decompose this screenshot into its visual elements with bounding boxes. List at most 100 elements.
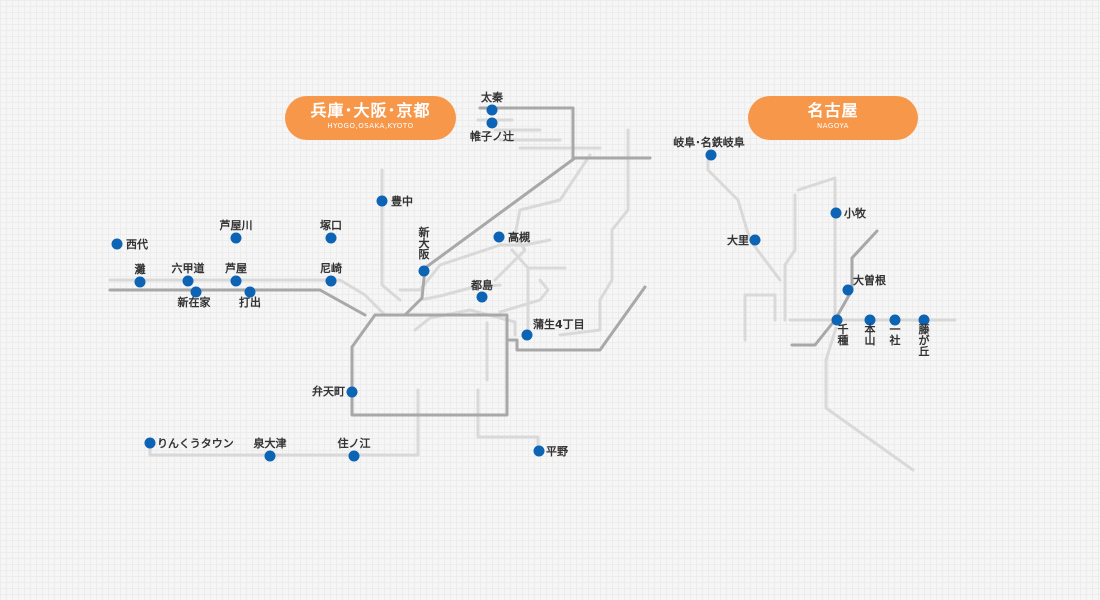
- station-motoyama[interactable]: 本山: [864, 314, 876, 348]
- station-label: りんくうタウン: [157, 437, 234, 450]
- station-uzumasa[interactable]: 太秦: [480, 90, 504, 116]
- station-dot[interactable]: [182, 275, 194, 287]
- station-dot[interactable]: [889, 314, 901, 326]
- station-dot[interactable]: [918, 314, 930, 326]
- station-label: 尼崎: [320, 261, 342, 275]
- station-issha[interactable]: 一社: [889, 314, 901, 348]
- station-bentencho[interactable]: 弁天町: [312, 384, 358, 398]
- station-label: 岐阜･名鉄岐阜: [673, 135, 745, 149]
- station-dot[interactable]: [230, 232, 242, 244]
- station-label: 六甲道: [172, 261, 205, 275]
- rail-line: [498, 248, 567, 332]
- rail-line: [743, 293, 777, 342]
- station-rokkomichi[interactable]: 六甲道: [172, 261, 205, 287]
- station-dot[interactable]: [348, 450, 360, 462]
- station-label: 蒲生4丁目: [533, 317, 585, 331]
- station-label: 打出: [239, 295, 261, 309]
- station-dot[interactable]: [264, 450, 276, 462]
- region-subtitle: HYOGO,OSAKA,KYOTO: [327, 122, 414, 130]
- station-dot[interactable]: [325, 232, 337, 244]
- station-ashiyagawa[interactable]: 芦屋川: [220, 218, 253, 244]
- station-dot[interactable]: [144, 437, 156, 449]
- station-label: 住ノ江: [338, 436, 371, 450]
- station-fujigaoka[interactable]: 藤が丘: [918, 314, 931, 359]
- rail-line: [505, 285, 647, 352]
- rail-line: [398, 238, 552, 292]
- station-izumiotsu[interactable]: 泉大津: [253, 436, 287, 462]
- station-nada[interactable]: 灘: [134, 262, 146, 288]
- station-dot[interactable]: [830, 207, 842, 219]
- station-chikusa[interactable]: 千種: [831, 314, 849, 348]
- station-suminoe[interactable]: 住ノ江: [338, 436, 371, 462]
- station-shinzaike[interactable]: 新在家: [178, 286, 212, 310]
- station-label: 西代: [126, 237, 148, 251]
- station-kataginotsuji[interactable]: 帷子ノ辻: [470, 117, 514, 144]
- station-dot[interactable]: [134, 276, 146, 288]
- station-dot[interactable]: [190, 286, 202, 298]
- station-dot[interactable]: [705, 149, 717, 161]
- loop-line: [350, 313, 509, 417]
- station-hirano[interactable]: 平野: [533, 445, 569, 458]
- station-dot[interactable]: [346, 386, 358, 398]
- station-rinku[interactable]: りんくうタウン: [144, 437, 234, 450]
- station-dot[interactable]: [831, 314, 843, 326]
- station-label: 帷子ノ辻: [470, 129, 514, 143]
- station-dot[interactable]: [486, 104, 498, 116]
- rail-line: [478, 106, 575, 160]
- station-dot[interactable]: [842, 284, 854, 296]
- rail-line: [493, 153, 592, 282]
- station-amagasaki[interactable]: 尼崎: [320, 261, 342, 287]
- rail-line: [790, 229, 879, 347]
- station-dot[interactable]: [521, 329, 533, 341]
- region-badge-nagoya[interactable]: 名古屋 NAGOYA: [748, 96, 918, 140]
- region-title: 名古屋: [807, 101, 859, 120]
- station-label: 本山: [865, 322, 876, 347]
- station-label: 芦屋: [225, 261, 247, 275]
- station-dot[interactable]: [418, 265, 430, 277]
- station-gamo4[interactable]: 蒲生4丁目: [521, 317, 585, 341]
- station-label: 弁天町: [312, 384, 345, 398]
- region-subtitle: NAGOYA: [817, 122, 849, 130]
- station-label: 一社: [889, 323, 901, 347]
- station-dot[interactable]: [486, 117, 498, 129]
- station-dot[interactable]: [476, 291, 488, 303]
- rail-line: [108, 278, 387, 317]
- station-label: 千種: [838, 322, 849, 347]
- station-label: 豊中: [391, 194, 413, 208]
- station-label: 泉大津: [253, 436, 287, 450]
- station-dot[interactable]: [376, 195, 388, 207]
- station-takatsuki[interactable]: 高槻: [493, 230, 531, 244]
- station-dot[interactable]: [230, 275, 242, 287]
- station-ozone[interactable]: 大曽根: [842, 273, 887, 296]
- station-label: 灘: [135, 262, 146, 276]
- station-gifu[interactable]: 岐阜･名鉄岐阜: [673, 135, 745, 161]
- station-dot[interactable]: [244, 286, 256, 298]
- region-badge-kansai[interactable]: 兵庫･大阪･京都 HYOGO,OSAKA,KYOTO: [285, 96, 456, 140]
- station-toyonaka[interactable]: 豊中: [376, 194, 414, 208]
- station-tsukaguchi[interactable]: 塚口: [320, 218, 342, 244]
- light-lines: [108, 118, 957, 472]
- station-shinosaka[interactable]: 新大阪: [418, 225, 431, 277]
- station-label: 大曽根: [853, 273, 887, 287]
- station-dot[interactable]: [325, 275, 337, 287]
- station-dot[interactable]: [864, 314, 876, 326]
- station-dot[interactable]: [749, 234, 761, 246]
- station-label: 新大阪: [419, 225, 431, 261]
- station-label: 太秦: [480, 90, 504, 104]
- station-label: 都島: [470, 278, 493, 292]
- station-komaki[interactable]: 小牧: [830, 206, 867, 220]
- rail-line: [418, 283, 502, 302]
- station-nishidai[interactable]: 西代: [111, 237, 149, 251]
- station-miyakojima[interactable]: 都島: [470, 278, 493, 303]
- station-ozato[interactable]: 大里: [727, 233, 761, 247]
- rail-line: [108, 288, 367, 317]
- station-dot[interactable]: [111, 238, 123, 250]
- station-dot[interactable]: [533, 445, 545, 457]
- station-dot[interactable]: [493, 231, 505, 243]
- station-uchide[interactable]: 打出: [239, 286, 261, 310]
- station-label: 藤が丘: [919, 322, 931, 358]
- rail-line: [824, 326, 915, 472]
- region-title: 兵庫･大阪･京都: [310, 101, 431, 120]
- station-ashiya[interactable]: 芦屋: [225, 261, 247, 287]
